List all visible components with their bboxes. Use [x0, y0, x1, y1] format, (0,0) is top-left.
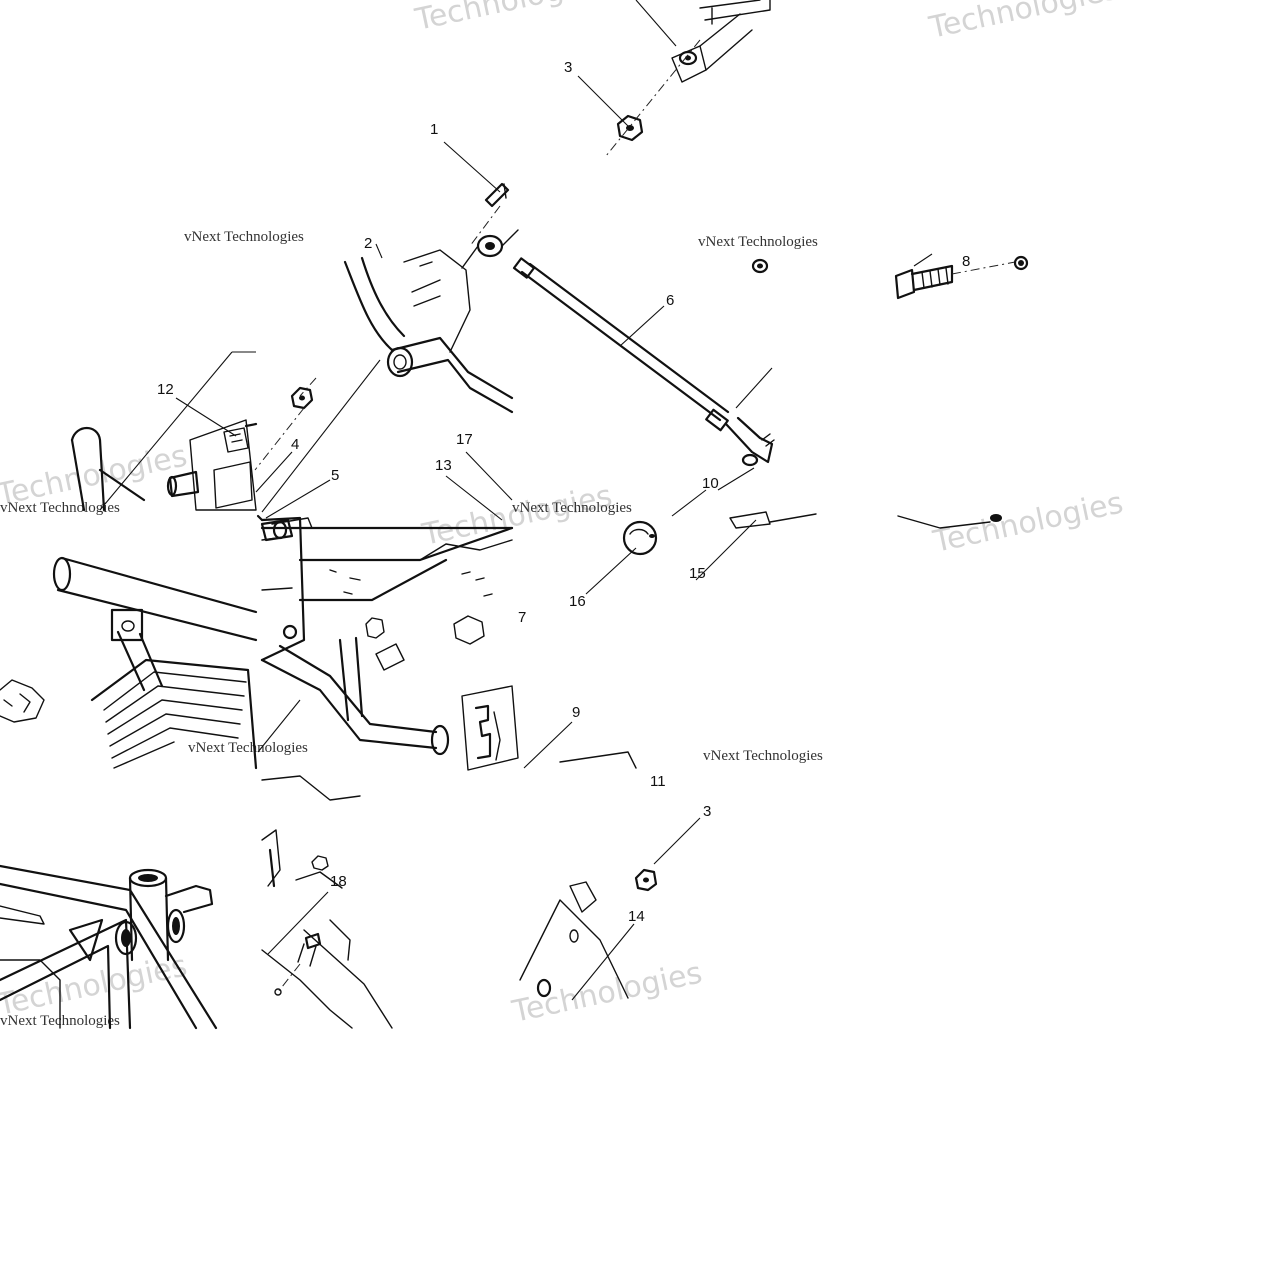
- callout-2: 2: [364, 235, 372, 252]
- upper-bracket: [671, 0, 771, 83]
- centerline-pin: [469, 205, 501, 247]
- callout-9: 9: [572, 704, 580, 721]
- centerline-top: [605, 39, 701, 157]
- callout-11: 11: [650, 773, 666, 790]
- steering-frame: [343, 229, 519, 414]
- bolt-part-18: [274, 932, 322, 996]
- watermark-small: vNext Technologies: [703, 748, 823, 764]
- watermark-small: vNext Technologies: [0, 500, 120, 516]
- cylinder-fins-lower-left: [0, 658, 258, 770]
- callout-4: 4: [291, 436, 299, 453]
- callout-14: 14: [628, 908, 645, 925]
- callout-5: 5: [331, 467, 339, 484]
- watermark-layer: Technologies Technologies Technologies T…: [0, 0, 1126, 1030]
- callout-6: 6: [666, 292, 674, 309]
- handlebar-lower-left: [52, 556, 258, 692]
- bracket-plate-part-9: [461, 685, 637, 771]
- callout-18: 18: [330, 873, 347, 890]
- bracket-part-15: [729, 511, 817, 529]
- lower-frame-plate: [261, 775, 393, 1029]
- watermark-small: vNext Technologies: [184, 229, 304, 245]
- callout-15: 15: [689, 565, 706, 582]
- callout-1: 1: [430, 121, 438, 138]
- watermark-large: Technologies: [411, 0, 608, 38]
- watermark-small: vNext Technologies: [698, 234, 818, 250]
- pin-part-1: [484, 182, 510, 208]
- bolt-part-8: [894, 255, 1029, 300]
- axle-part-5: [256, 514, 313, 529]
- callout-13: 13: [435, 457, 452, 474]
- lower-left-frame: [0, 864, 218, 1030]
- tie-rod-part-6: [512, 257, 775, 467]
- callout-7: 7: [518, 609, 526, 626]
- leader-lines: [99, 0, 933, 1001]
- centerline-left-2: [299, 377, 317, 397]
- watermark-large: Technologies: [508, 956, 705, 1031]
- centerline-left: [254, 407, 305, 471]
- watermark-large: Technologies: [925, 0, 1122, 46]
- callout-12: 12: [157, 381, 174, 398]
- callout-8: 8: [962, 253, 970, 270]
- clip-right: [897, 514, 1002, 529]
- watermark-large: Technologies: [929, 486, 1126, 561]
- nut-small-right: [751, 258, 769, 274]
- callout-10: 10: [702, 475, 719, 492]
- callout-labels: 1 2 3 3 4 5 6 7 8 9 10 11 12 13 14 15 16…: [157, 59, 970, 925]
- center-housing: [260, 516, 514, 756]
- callout-3-top: 3: [564, 59, 572, 76]
- ball-joint-part-16: [622, 520, 658, 556]
- nut-left-mid: [290, 386, 314, 410]
- lower-right-bracket: [519, 881, 629, 999]
- watermark-small: vNext Technologies: [188, 740, 308, 756]
- watermark-small: vNext Technologies: [512, 500, 632, 516]
- callout-3-lower: 3: [703, 803, 711, 820]
- nut-part-18-upper: [311, 855, 329, 871]
- callout-17: 17: [456, 431, 473, 448]
- engine-block: [70, 419, 258, 512]
- callout-16: 16: [569, 593, 586, 610]
- nut-part-3-lower: [634, 868, 658, 892]
